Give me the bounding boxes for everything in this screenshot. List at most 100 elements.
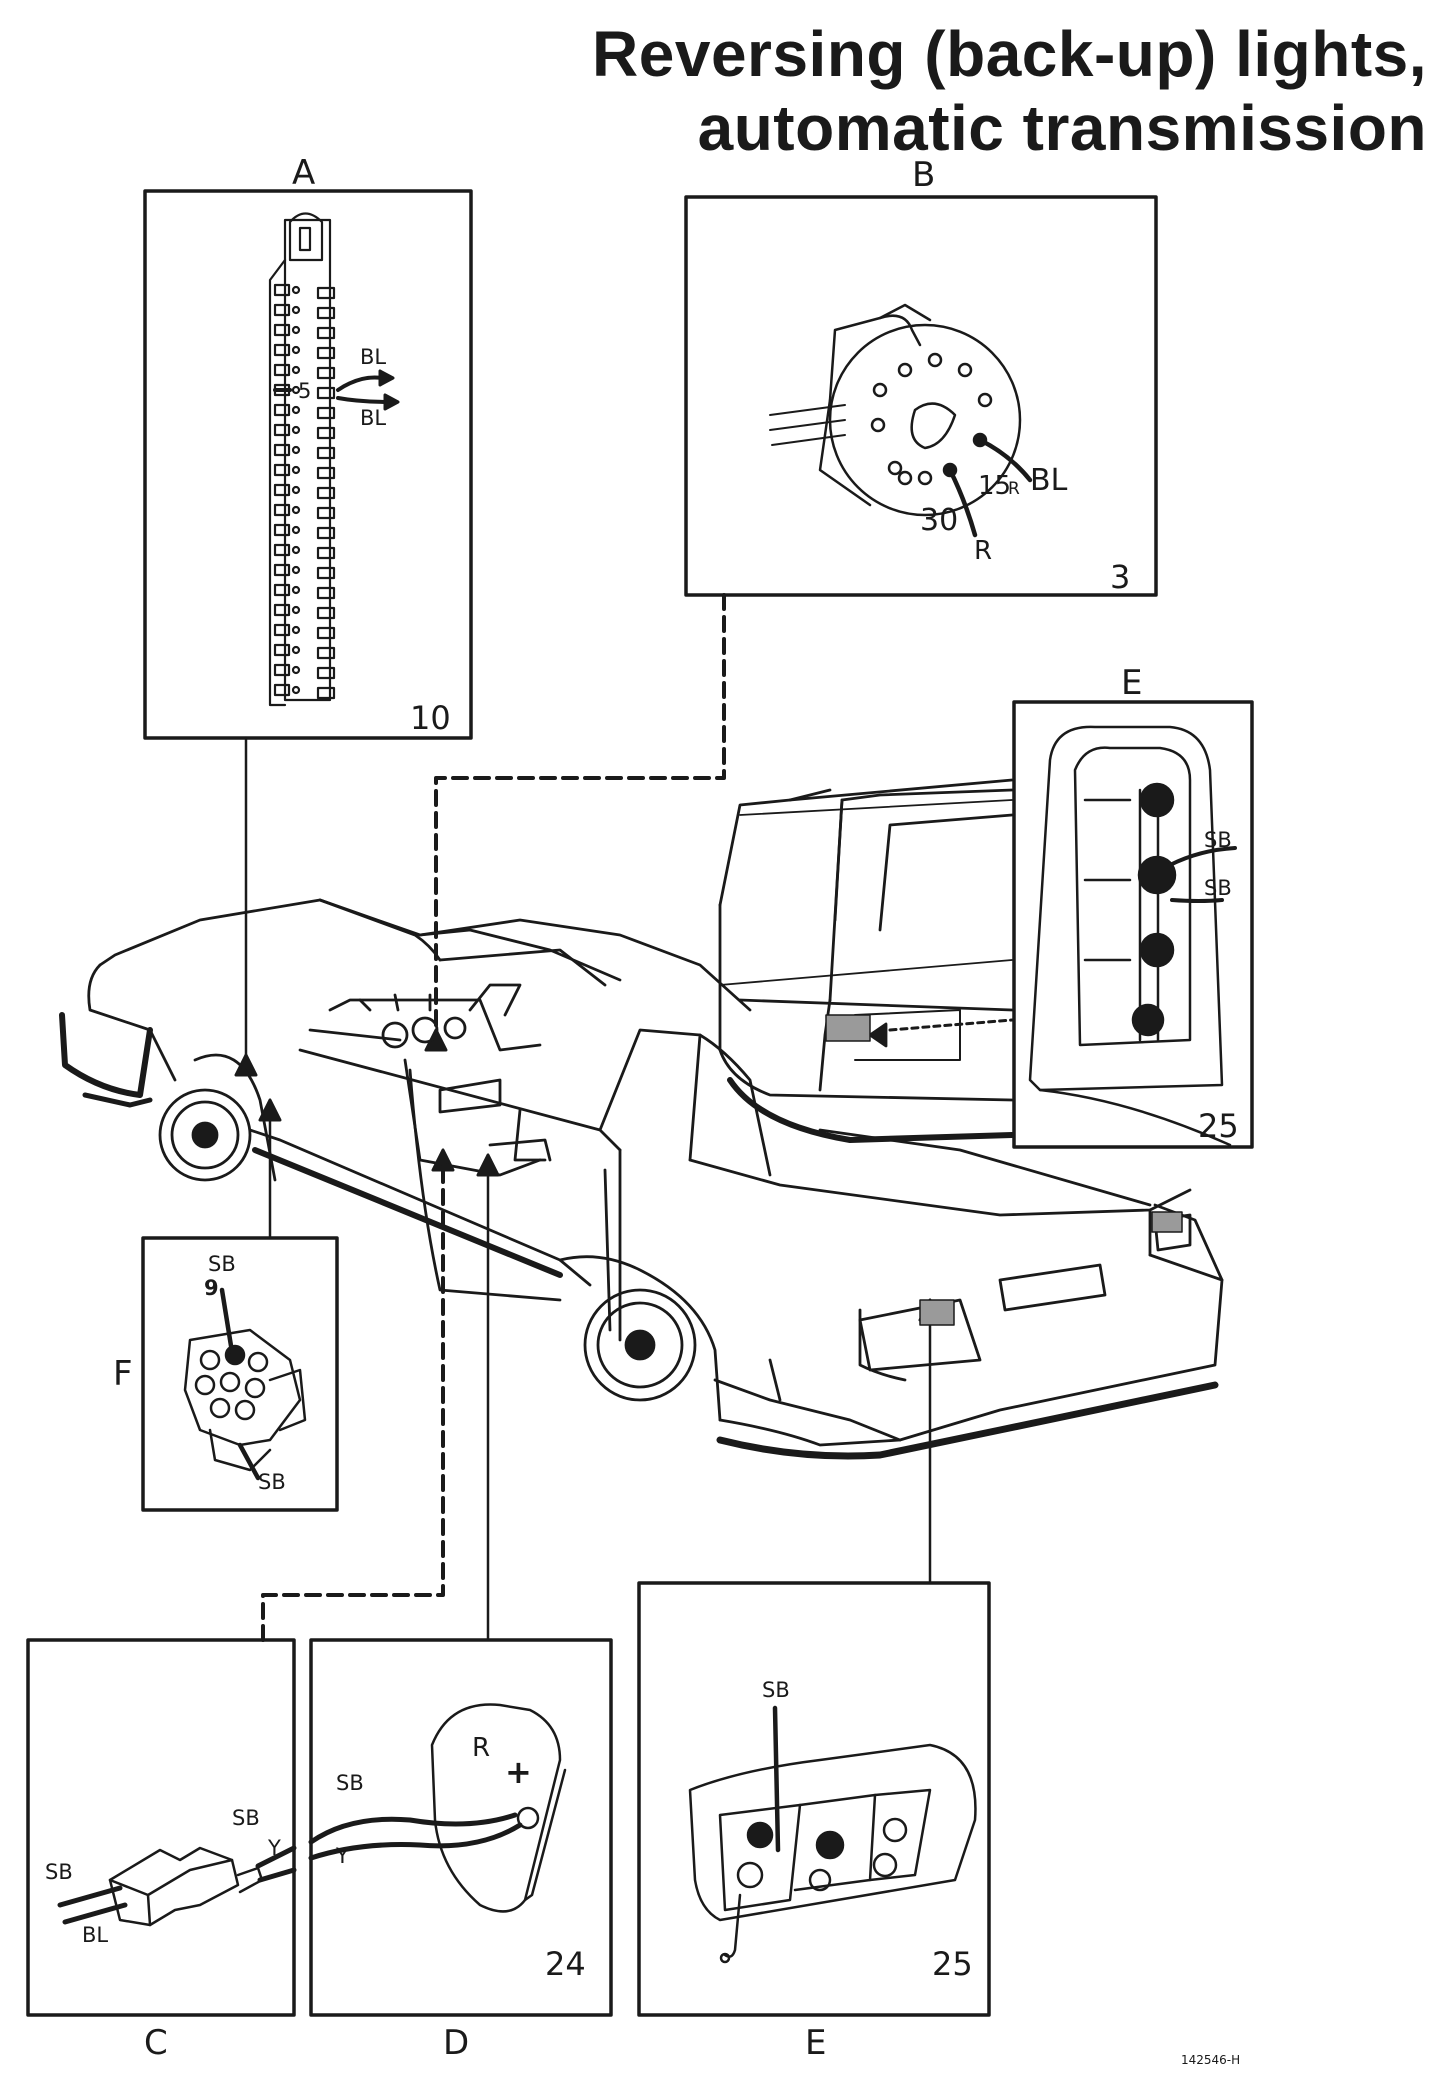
panel-f-label-sb-top: SB (208, 1252, 236, 1276)
ignition-switch-drawing (769, 303, 1022, 517)
panel-c-label-bl: BL (82, 1923, 109, 1947)
fuse-terminal-right (316, 486, 336, 500)
lamp-holder-drawing (688, 1743, 977, 1964)
fuse-pin (291, 545, 301, 555)
panel-d-wire-sb (308, 1812, 518, 1845)
panel-f-wire-top (219, 1287, 235, 1355)
panel-a-label-bl-top: BL (360, 345, 387, 369)
panel-a-wire-bottom (336, 396, 392, 404)
fuse-terminal-left (273, 283, 291, 297)
panel-f-letter: F (113, 1354, 133, 1394)
arrowhead-f (258, 1098, 282, 1122)
fuse-terminal-left (273, 463, 291, 477)
panel-e-top-number: 25 (1198, 1107, 1239, 1145)
panel-c-letter: C (144, 2023, 168, 2063)
fuse-pin (291, 365, 301, 375)
fuse-pin (291, 385, 301, 395)
panel-c-label-sb-right: SB (232, 1806, 260, 1830)
panel-b-label-r: R (974, 536, 993, 566)
fuse-pin (291, 405, 301, 415)
fuse-terminal-left (273, 603, 291, 617)
fuse-terminal-right (316, 426, 336, 440)
panel-b-letter: B (912, 155, 936, 195)
panel-e-bottom-frame (637, 1581, 991, 2017)
fuse-pin (291, 525, 301, 535)
panel-b-label-bl: BL (1030, 463, 1068, 498)
panel-a-number: 10 (410, 699, 451, 737)
reference-code: 142546-H (1181, 2053, 1241, 2067)
fuse-terminal-left (273, 643, 291, 657)
panel-e-top-label-sb2: SB (1204, 876, 1232, 900)
leader-c-to-car (261, 1158, 445, 1642)
fuse-terminal-left (273, 363, 291, 377)
panel-f-wire-bottom (237, 1442, 261, 1481)
panel-d-label-r: R (472, 1733, 491, 1763)
fuse-terminal-right (316, 446, 336, 460)
panel-d-frame (309, 1638, 613, 2017)
fuse-pin (291, 665, 301, 675)
fuse-pin (291, 605, 301, 615)
fuse-pin (291, 645, 301, 655)
panel-b-wire-r (947, 467, 978, 538)
panel-d-wire-y (308, 1822, 523, 1861)
diagram-title-line1: Reversing (back-up) lights, (592, 18, 1427, 90)
fuse-terminal-right (316, 306, 336, 320)
panel-c-wire-bl (62, 1902, 128, 1925)
fuse-box-drawing (268, 212, 336, 707)
panel-e-top-wire-2 (1170, 898, 1224, 903)
panel-f-label-sb-bottom: SB (258, 1470, 286, 1494)
fuse-terminal-right (316, 646, 336, 660)
panel-c-label-sb-left: SB (45, 1860, 73, 1884)
fuse-terminal-right (316, 626, 336, 640)
fuse-terminal-left (273, 623, 291, 637)
panel-c-wire-sb-left (57, 1885, 123, 1908)
fuse-terminal-left (273, 563, 291, 577)
panel-d-number: 24 (545, 1945, 586, 1983)
panel-e-top-letter: E (1121, 663, 1143, 703)
fuse-terminal-left (273, 303, 291, 317)
fuse-terminal-right (316, 686, 336, 700)
panel-a-arrow-bottom (383, 393, 400, 411)
fuse-terminal-left (273, 323, 291, 337)
panel-c-wire-sb-right (255, 1845, 297, 1869)
fuse-terminal-right (316, 586, 336, 600)
fuse-pin (291, 445, 301, 455)
car-drawing (59, 778, 1224, 1460)
fuse-terminal-right (316, 546, 336, 560)
fuse-terminal-right (316, 526, 336, 540)
leader-b-to-car (434, 593, 726, 1047)
fuse-terminal-right (316, 286, 336, 300)
fuse-pin (291, 505, 301, 515)
fuse-pin (291, 625, 301, 635)
panel-c-wire-y (257, 1867, 297, 1883)
fuse-terminal-right (316, 466, 336, 480)
fuse-terminal-left (273, 523, 291, 537)
panel-d-label-plus: + (505, 1753, 532, 1791)
panel-b-frame (684, 195, 1158, 597)
rear-light-cluster-drawing (1028, 725, 1232, 1147)
panel-e-top-label-sb1: SB (1204, 828, 1232, 852)
panel-e-top-wire-1 (1168, 846, 1237, 867)
panel-a-label-bl-bottom: BL (360, 406, 387, 430)
panel-e-bottom-number: 25 (932, 1945, 973, 1983)
fuse-terminal-right (316, 346, 336, 360)
fuse-pin (291, 465, 301, 475)
panel-c-frame (26, 1638, 296, 2017)
fuse-terminal-right (316, 386, 336, 400)
fuse-terminal-right (316, 606, 336, 620)
fuse-terminal-left (273, 683, 291, 697)
fuse-pin (291, 485, 301, 495)
fuse-pin (291, 685, 301, 695)
panel-e-bottom-letter: E (805, 2023, 827, 2063)
panel-a-frame (143, 189, 473, 740)
panel-f-frame (141, 1236, 339, 1512)
panel-c-label-y: Y (268, 1836, 281, 1860)
fuse-pin (291, 585, 301, 595)
panel-f-label-pin9: 9 (204, 1276, 219, 1300)
fuse-pin (291, 285, 301, 295)
fuse-pin (291, 325, 301, 335)
panel-b-label-15-sub: R (1008, 479, 1020, 499)
panel-e-bottom-label-sb: SB (762, 1678, 790, 1702)
plug-connector-drawing (108, 1846, 264, 1927)
